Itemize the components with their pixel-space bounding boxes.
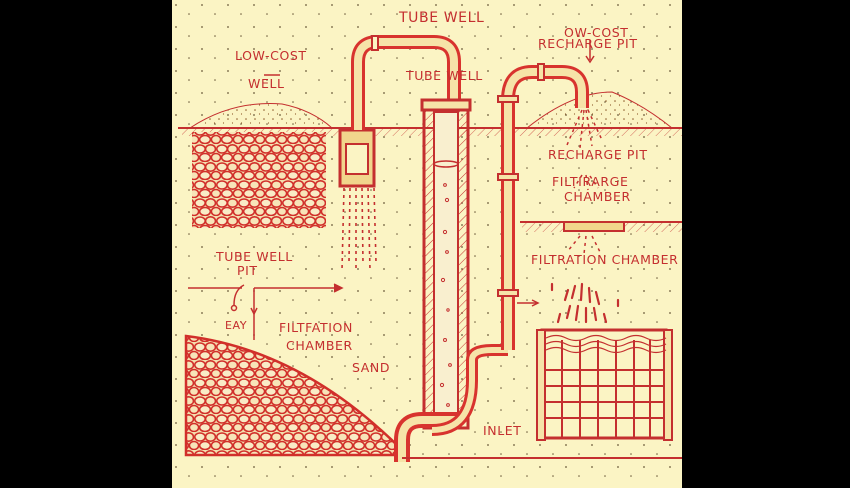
- label-filtfation-line2: CHAMBER: [286, 338, 353, 353]
- pipe-coupling-right-3: [497, 289, 519, 297]
- flow-arrows: [188, 40, 595, 340]
- right-pipe-inner: [504, 68, 586, 350]
- pipe-coupling-right-1: [497, 95, 519, 103]
- label-tube-well-pit-line1: TUBE WELL: [216, 249, 293, 264]
- right-soil-mound: [525, 91, 674, 129]
- label-sand: SAND: [352, 360, 391, 375]
- label-eay: EAY: [225, 319, 248, 332]
- left-soil-mound: [188, 103, 334, 129]
- label-filtirarge-line1: FILTIRARGE: [552, 174, 629, 189]
- label-recharge-line2: RECHARGE PIT: [538, 36, 638, 51]
- diagram-canvas: TUBE WELL LOW-COST WELL TUBE WELL OW-COS…: [172, 0, 682, 488]
- label-recharge-pit: RECHARGE PIT: [548, 147, 648, 162]
- filter-slab: [520, 221, 682, 232]
- label-filtirarge-line2: CHAMBER: [564, 189, 631, 204]
- stone-pit-left: [192, 132, 326, 228]
- label-inlet: INLET: [483, 423, 522, 438]
- pipe-coupling-top: [371, 35, 379, 51]
- water-drops: [550, 282, 620, 324]
- label-filtfation-line1: FILTFATION: [279, 320, 353, 335]
- pipe-coupling-top-right: [537, 63, 545, 81]
- label-tube-well-inner: TUBE WELL: [406, 68, 483, 83]
- diagram-illustration: [172, 0, 682, 488]
- filtration-tank: [536, 328, 673, 441]
- title-tube-well: TUBE WELL: [399, 10, 485, 26]
- pipe-coupling-right-2: [497, 173, 519, 181]
- label-filtration-chamber-right: FILTRATION CHAMBER: [531, 252, 679, 267]
- bottom-bend-pipe-inner: [398, 416, 460, 462]
- return-pipe-inner: [431, 347, 508, 433]
- label-low-cost-line1: LOW-COST: [235, 48, 307, 63]
- top-pipe-inner: [354, 38, 458, 130]
- label-recharge-line1: OW-COST: [564, 25, 629, 40]
- low-cost-well-bucket: [338, 128, 377, 272]
- label-low-cost-line2: WELL: [248, 76, 285, 91]
- recharge-spray: [566, 109, 603, 255]
- tube-well-column: [420, 98, 472, 430]
- label-tube-well-pit-line2: PIT: [237, 263, 258, 278]
